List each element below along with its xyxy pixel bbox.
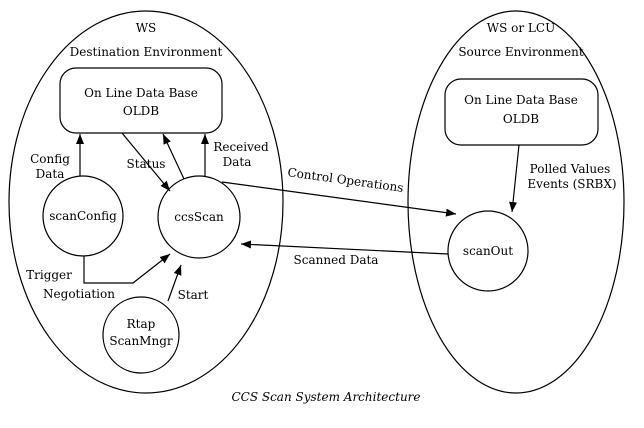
edge-oldb-to-ccsscan [121,132,171,192]
rtap-label-line1: Rtap [127,317,156,331]
oldb-source-label-line2: OLDB [503,112,539,126]
oldb-destination-label-line2: OLDB [123,104,159,118]
edge-scanout-to-ccsscan [240,240,449,255]
oldb-source-node: On Line Data Base OLDB [444,78,599,146]
connections [76,132,520,302]
source-environment-boundary [407,10,625,394]
config-data-label-line1: Config [30,152,70,166]
ccsscan-node: ccsScan [157,175,241,259]
diagram-caption: CCS Scan System Architecture [231,390,420,404]
rtap-label-line2: ScanMngr [109,334,173,348]
control-operations-label: Control Operations [287,165,405,195]
edge-ccsscan-to-oldb-status [162,133,185,180]
edge-rtap-start [167,264,182,302]
status-label: Status [127,157,166,171]
scanconfig-label: scanConfig [49,209,117,223]
source-environment-subtitle: Source Environment [458,45,584,59]
oldb-destination-node: On Line Data Base OLDB [59,67,223,134]
received-data-label-line2: Data [223,155,252,169]
destination-environment-boundary [8,10,284,394]
trigger-negotiation-label-line2: Negotiation [43,287,115,301]
oldb-destination-label-line1: On Line Data Base [84,86,198,100]
polled-values-label-line1: Polled Values [530,162,611,176]
destination-environment: WS Destination Environment On Line Data … [8,10,284,394]
destination-environment-subtitle: Destination Environment [70,45,223,59]
start-label: Start [178,288,209,302]
source-environment-title: WS or LCU [487,21,555,35]
scanout-label: scanOut [463,244,513,258]
trigger-negotiation-label-line1: Trigger [26,268,72,282]
destination-environment-title: WS [136,21,157,35]
ccsscan-label: ccsScan [174,210,224,224]
received-data-label-line1: Received [213,140,269,154]
scanconfig-node: scanConfig [42,175,124,257]
oldb-source-label-line1: On Line Data Base [464,93,578,107]
scanned-data-label: Scanned Data [294,253,379,267]
scanout-node: scanOut [447,210,529,292]
edge-ccsscan-to-scanout [221,181,457,217]
source-environment: WS or LCU Source Environment On Line Dat… [407,10,625,394]
config-data-label-line2: Data [36,167,65,181]
rtap-scanmngr-node: Rtap ScanMngr [102,296,180,374]
polled-values-label-line2: Events (SRBX) [527,177,616,191]
edge-scanconfig-trigger [83,253,171,284]
edge-oldb-source-to-scanout [509,144,520,213]
